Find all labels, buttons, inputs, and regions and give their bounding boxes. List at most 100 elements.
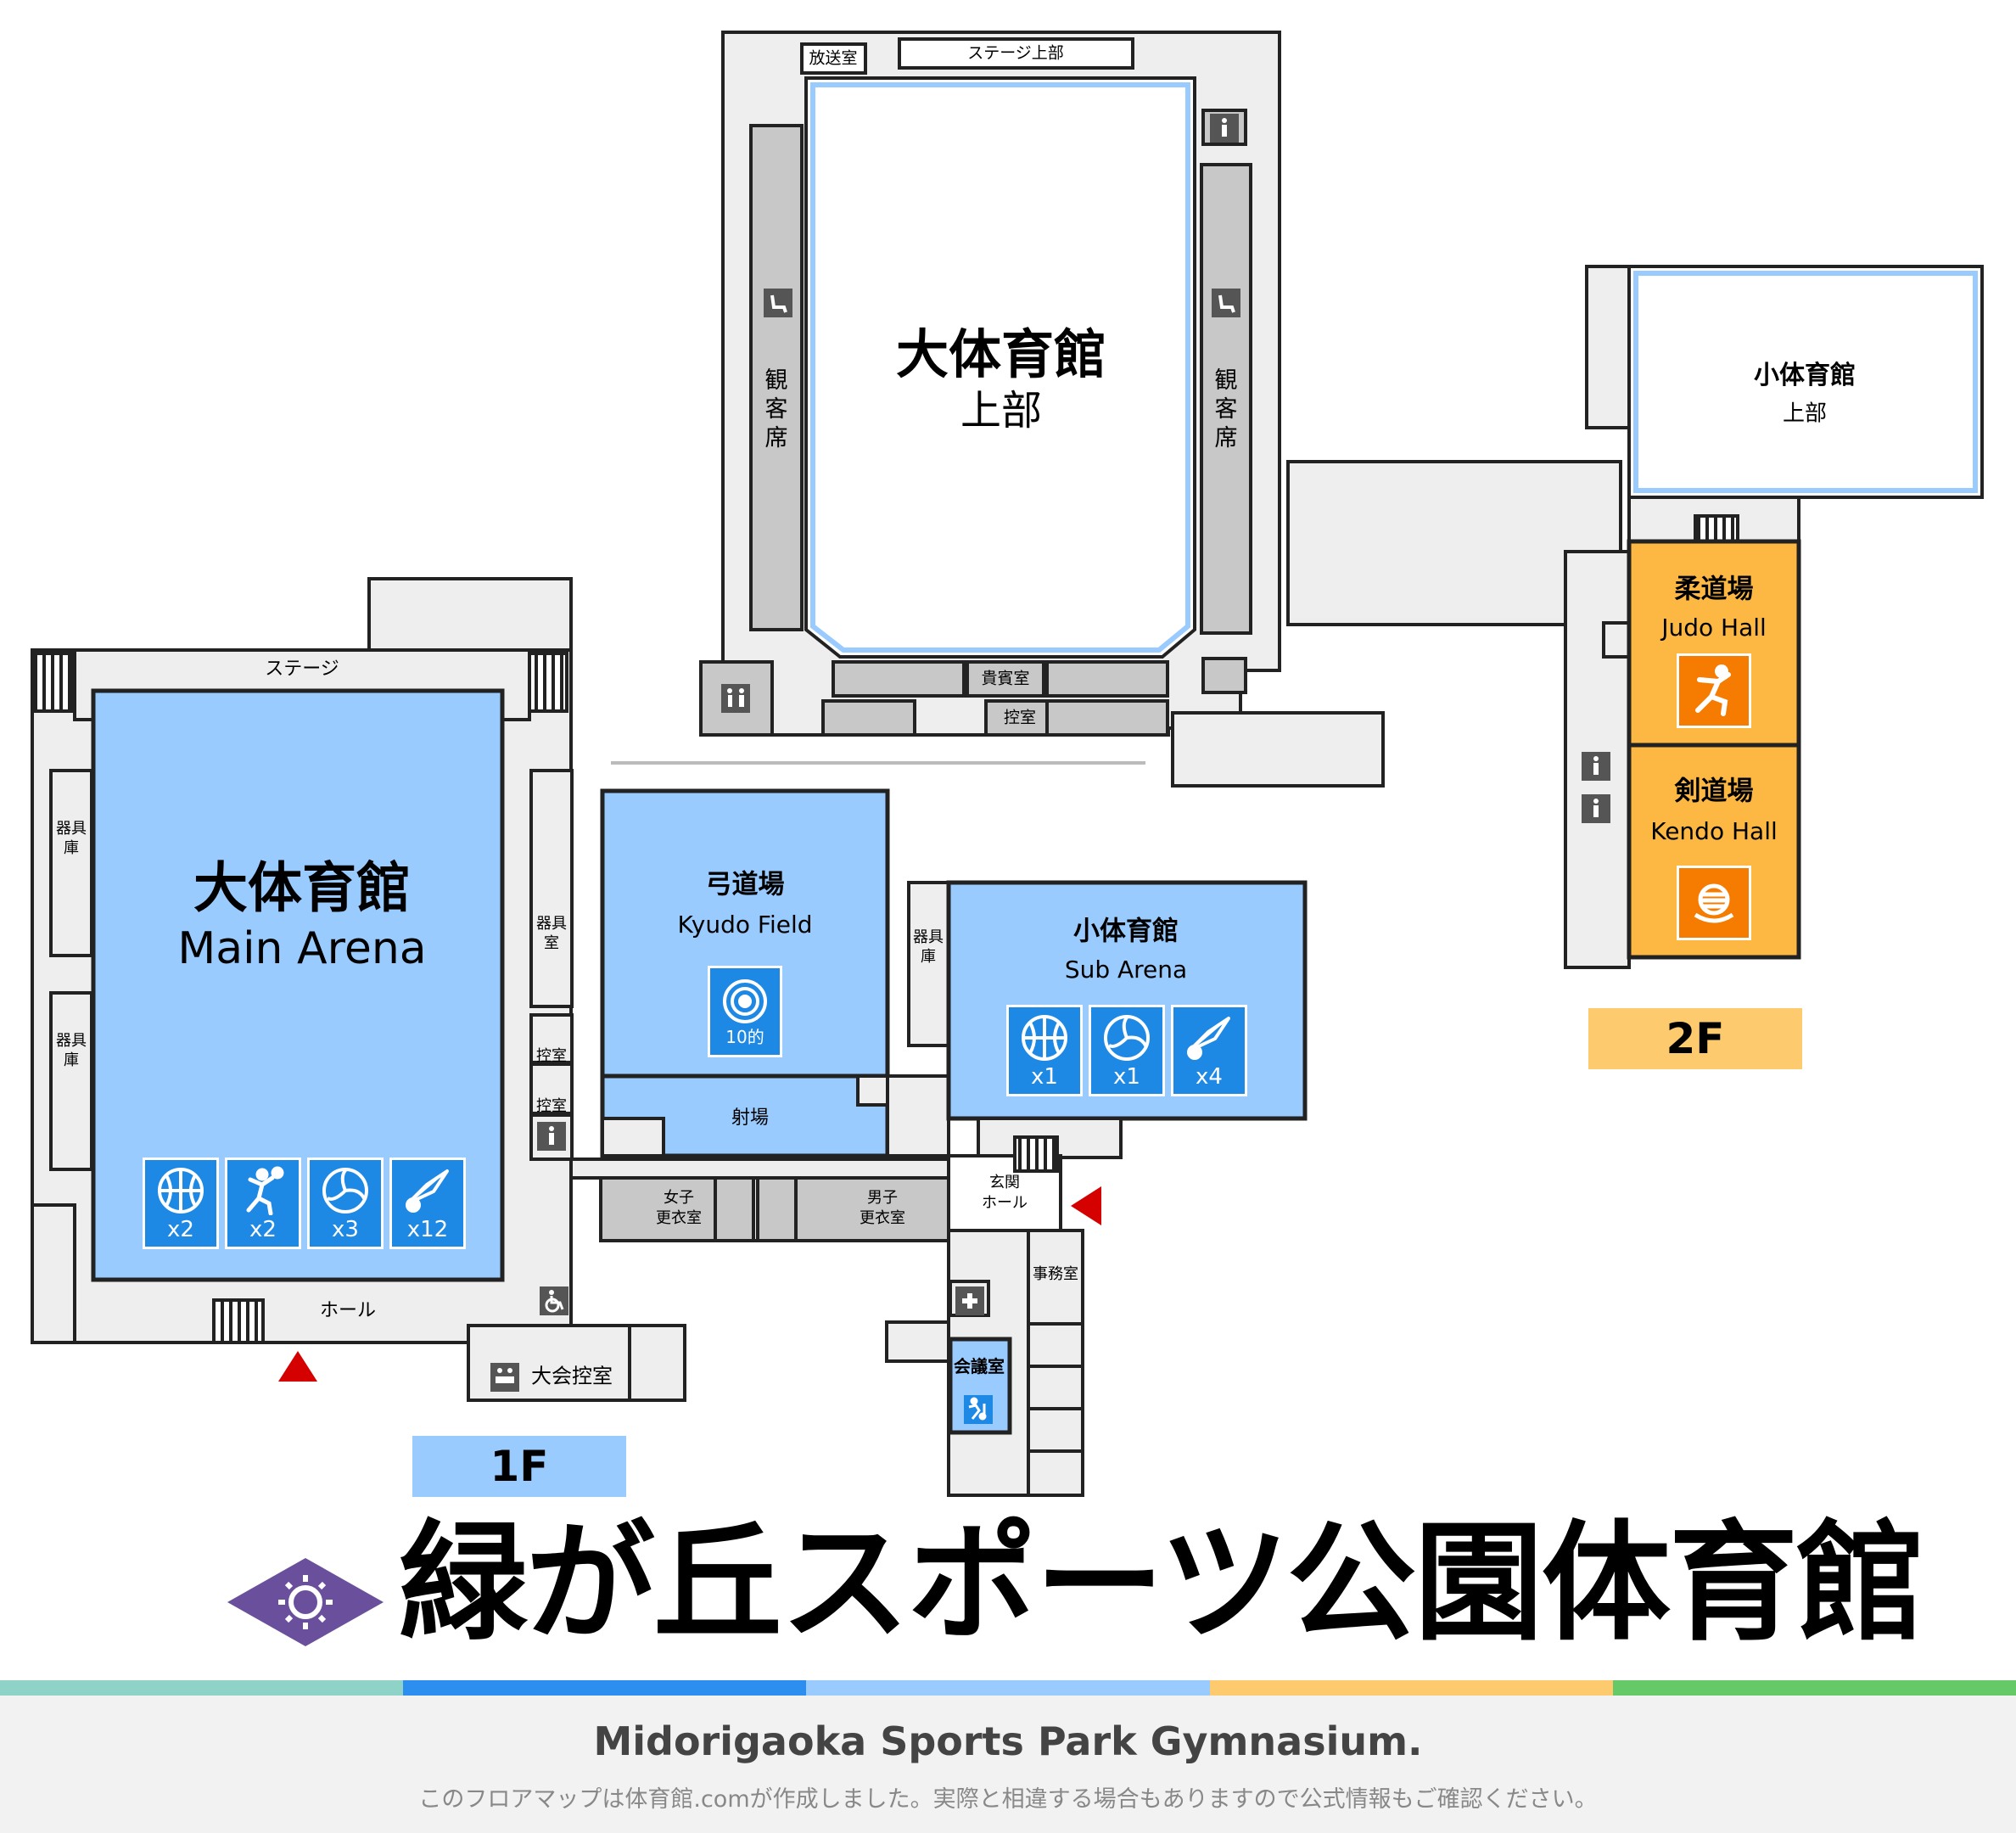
equip-left-2-label: 器具庫 [56, 1032, 87, 1069]
sub-volleyball-count: x1 [1113, 1064, 1140, 1090]
sub-volleyball-tile: x1 [1089, 1005, 1165, 1096]
meeting-room-label: 会議室 [954, 1356, 1005, 1376]
kendo-icon [1694, 883, 1734, 923]
seat-row-bottom-1 [832, 660, 966, 698]
floor-1f-badge: 1F [412, 1436, 626, 1497]
stairs-main-topright [528, 652, 568, 713]
kyudo-target-tile: 10的 [708, 966, 782, 1057]
small-upper-sub: 上部 [1782, 401, 1828, 427]
kyudo-back-room [886, 1074, 950, 1158]
page-title: 緑が丘スポーツ公園体育館 [399, 1508, 1925, 1658]
seat-icon [764, 289, 792, 317]
wheelchair-icon [540, 1286, 568, 1315]
floor-2f-badge: 2F [1588, 1008, 1802, 1069]
broadcast-room [800, 42, 867, 75]
sub-badminton-count: x4 [1196, 1064, 1223, 1090]
stairs-2f [1694, 514, 1739, 543]
equip-right-label: 器具室 [536, 915, 567, 952]
volleyball-icon [1104, 1015, 1150, 1061]
restroom-icon [1210, 114, 1239, 143]
restroom-icon [721, 684, 750, 713]
storage-small [628, 1324, 686, 1402]
sub-arena-name: 小体育館 [1073, 916, 1179, 947]
disclaimer-note: このフロアマップは体育館.comが作成しました。実際と相違する場合もありますので… [418, 1786, 1598, 1813]
restroom-icon [1582, 794, 1610, 823]
main-basketball-tile: x2 [143, 1158, 219, 1249]
men-locker-line2: 更衣室 [860, 1209, 905, 1228]
judo-icon [1695, 664, 1731, 716]
seat-row-bottom-4 [1045, 699, 1169, 737]
restroom-left [31, 1203, 76, 1344]
kyudo-side-room [601, 1117, 665, 1158]
upper-stage-label: ステージ上部 [967, 43, 1064, 63]
entrance-marker-south [278, 1351, 317, 1382]
equip-left-1-label: 器具庫 [56, 820, 87, 857]
kendo-hall-name: 剣道場 [1674, 776, 1754, 807]
judo-hall-en: Judo Hall [1661, 614, 1767, 642]
basketball-icon [1022, 1015, 1067, 1061]
sub-basketball-count: x1 [1031, 1064, 1058, 1090]
upper-side-block [1171, 711, 1385, 788]
shower-room-men [756, 1176, 798, 1242]
badminton-icon [1187, 1017, 1230, 1060]
handball-icon [246, 1166, 284, 1215]
equip-room-right [529, 769, 574, 1008]
judo-hall-name: 柔道場 [1674, 574, 1754, 605]
music-dance-icon [964, 1395, 993, 1424]
judo-tile [1677, 653, 1751, 728]
office-sub-2 [1027, 1365, 1084, 1410]
corridor-1f [569, 1158, 955, 1180]
men-locker-line1: 男子 [867, 1189, 898, 1208]
waiting-room-icon [490, 1363, 519, 1392]
stairs-main-topleft [34, 652, 75, 713]
annex-block [367, 577, 573, 653]
badminton-icon [406, 1169, 449, 1213]
main-volleyball-count: x3 [332, 1217, 359, 1242]
men-locker-room [794, 1176, 955, 1242]
main-arena-sports: x2 x2 x3 x12 [143, 1158, 466, 1249]
main-arena-name: 大体育館 [193, 857, 411, 921]
shower-room-women [714, 1176, 755, 1242]
english-name: Midorigaoka Sports Park Gymnasium. [593, 1718, 1423, 1764]
color-stripe-4 [1210, 1680, 1613, 1696]
upper-arena-sub: 上部 [960, 387, 1043, 435]
seats-left-block [749, 124, 804, 631]
entrance-hall-line1: 玄関 [989, 1174, 1020, 1192]
seats-right-label: 観客席 [1214, 367, 1238, 451]
kyudo-en: Kyudo Field [677, 911, 813, 939]
vip-room [966, 660, 1045, 698]
volleyball-icon [322, 1168, 368, 1214]
small-arena-upper [1627, 265, 1984, 499]
kyudo-shooting-label: 射場 [731, 1107, 770, 1129]
kendo-hall-en: Kendo Hall [1650, 817, 1778, 846]
sub-equip-label: 器具庫 [913, 928, 944, 966]
equip-storage-left-1 [49, 769, 93, 957]
seat-row-bottom-2 [1045, 660, 1169, 698]
color-stripe-2 [403, 1680, 806, 1696]
entrance-hall-line2: ホール [982, 1194, 1028, 1213]
seats-right-block [1200, 163, 1252, 635]
main-stage-label: ステージ [265, 658, 339, 680]
women-locker-line1: 女子 [664, 1189, 694, 1208]
main-badminton-count: x12 [406, 1217, 449, 1242]
target-icon [723, 979, 767, 1023]
east-wing-corridor [885, 1320, 950, 1363]
kendo-tile [1677, 866, 1751, 940]
footer [0, 1696, 2016, 1833]
gym-logo-icon [227, 1558, 384, 1646]
women-locker-line2: 更衣室 [656, 1209, 702, 1228]
seats-left-label: 観客席 [764, 367, 788, 451]
2f-side-block [1585, 265, 1631, 429]
seat-row-bottom-3 [821, 699, 916, 737]
stairs-main-bottom [212, 1298, 265, 1344]
basketball-icon [158, 1168, 204, 1214]
small-upper-name: 小体育館 [1754, 361, 1856, 390]
main-hall-label: ホール [319, 1299, 377, 1321]
upper-arena-void [804, 76, 1196, 659]
office-sub-3 [1027, 1407, 1084, 1453]
upper-restroom-bottom [1201, 657, 1247, 694]
upper-arena-name: 大体育館 [895, 322, 1107, 385]
2f-west-room [1602, 621, 1631, 659]
main-volleyball-tile: x3 [307, 1158, 384, 1249]
